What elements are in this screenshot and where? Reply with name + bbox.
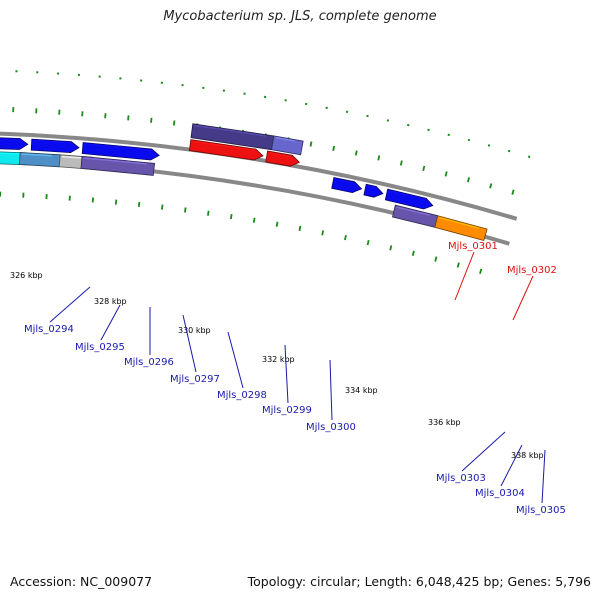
gene-arrow-mjls-0298-shine (0, 138, 21, 141)
gc-skew-dash (377, 155, 381, 161)
gc-skew-dot (507, 149, 511, 153)
gc-skew-dash-inner (389, 245, 393, 251)
gene-label-mjls-0304: Mjls_0304 (475, 488, 525, 499)
gc-skew-dash-inner (434, 256, 438, 262)
gc-skew-dash (150, 117, 153, 123)
gc-skew-dot (467, 138, 471, 142)
gene-label-mjls-0303: Mjls_0303 (436, 473, 486, 484)
gc-skew-dash (444, 171, 448, 177)
gene-orange-d (434, 215, 488, 241)
gene-label-mjls-0300-leader (329, 359, 333, 421)
gene-label-mjls-0299: Mjls_0299 (262, 405, 312, 416)
gene-label-mjls-0298: Mjls_0298 (217, 390, 267, 401)
gc-skew-dash-inner (184, 207, 187, 213)
gene-label-mjls-0297: Mjls_0297 (170, 374, 220, 385)
map-title: Mycobacterium sp. JLS, complete genome (163, 9, 437, 24)
gc-skew-dash-inner (344, 234, 347, 241)
gene-steel-b-shine (21, 153, 53, 157)
gc-skew-dash-inner (207, 210, 210, 216)
gc-skew-dash (511, 189, 515, 195)
gene-arrow-mjls-0304 (363, 183, 384, 198)
gc-skew-dash-inner (298, 225, 302, 232)
gene-labels: Mjls_0294Mjls_0295Mjls_0296Mjls_0297Mjls… (24, 241, 566, 516)
gene-label-mjls-0301: Mjls_0301 (448, 241, 498, 252)
gene-arrow-red-b-shine (269, 152, 293, 158)
gene-label-mjls-0294: Mjls_0294 (24, 324, 74, 335)
gene-slate-d (392, 204, 439, 228)
gc-skew-dash-inner (321, 230, 325, 236)
gene-arrow-mjls-0305-shine (389, 190, 427, 201)
gene-label-mjls-0305-leader (541, 449, 546, 504)
gc-skew-dash-inner (252, 217, 256, 223)
gc-skew-dash (399, 160, 403, 166)
gc-skew-dash-inner (411, 250, 415, 256)
gene-label-mjls-0295: Mjls_0295 (75, 342, 125, 353)
gene-label-mjls-0305: Mjls_0305 (516, 505, 566, 516)
gene-label-mjls-0302: Mjls_0302 (507, 265, 557, 276)
gc-skew-dash-inner (275, 221, 279, 227)
gene-features-track (0, 123, 488, 241)
gc-skew-dash (332, 145, 336, 152)
gene-block-mjls-0301-shine (194, 124, 266, 137)
gc-skew-dash (172, 120, 176, 126)
backbone-outer (0, 131, 518, 221)
gc-skew-dash (354, 150, 358, 156)
gc-skew-dash (489, 183, 493, 189)
tick-label-336-kbp: 336 kbp (428, 418, 461, 427)
gene-arrow-mjls-0299-shine (33, 139, 72, 144)
gene-label-mjls-0299-leader (284, 344, 289, 404)
gc-skew-dash (466, 177, 471, 183)
tick-label-338-kbp: 338 kbp (511, 451, 544, 460)
gene-arrow-mjls-0300 (81, 142, 160, 161)
gene-arrow-red-a (188, 139, 264, 161)
gene-block-mjls-0302 (271, 135, 304, 156)
gene-orange-d-shine (438, 216, 480, 229)
tick-label-326-kbp: 326 kbp (10, 271, 43, 280)
gene-label-mjls-0303-leader (461, 431, 506, 472)
accession-text: Accession: NC_009077 (10, 574, 153, 589)
gene-label-mjls-0295-leader (100, 304, 121, 341)
scale-ticks: 326 kbp 328 kbp 330 kbp 332 kbp 334 kbp 336 k… (10, 271, 544, 460)
gene-label-mjls-0296: Mjls_0296 (124, 357, 174, 368)
gene-label-mjls-0301-leader (454, 251, 475, 301)
tick-label-330-kbp: 330 kbp (178, 326, 211, 335)
gc-skew-dash-inner (366, 239, 370, 246)
gene-arrow-mjls-0304-shine (367, 185, 377, 189)
gene-slate-c (80, 155, 156, 176)
gc-skew-dash-inner (229, 213, 233, 220)
gene-arrow-mjls-0298 (0, 137, 29, 150)
gene-label-mjls-0297-leader (182, 314, 197, 373)
gene-arrow-mjls-0303 (331, 177, 363, 194)
gene-slate-c-shine (83, 157, 147, 165)
gene-label-mjls-0304-leader (500, 444, 523, 487)
tick-label-332-kbp: 332 kbp (262, 355, 295, 364)
gene-label-mjls-0300: Mjls_0300 (306, 422, 356, 433)
gene-slate-d-shine (396, 206, 430, 216)
backbone-inner (0, 157, 510, 246)
gc-skew-dash-inner (137, 201, 141, 208)
gc-skew-dot (487, 144, 491, 147)
gc-skew-dash-inner (456, 262, 460, 268)
gene-label-mjls-0302-leader (512, 275, 534, 321)
gc-skew-dash-inner (161, 204, 164, 210)
gene-arrow-red-b (265, 150, 300, 167)
gc-skew-dot (527, 155, 531, 159)
gene-arrow-mjls-0303-shine (335, 178, 355, 185)
gene-label-mjls-0298-leader (227, 331, 244, 389)
genome-stats-text: Topology: circular; Length: 6,048,425 bp… (247, 574, 591, 589)
gene-arrow-mjls-0300-shine (84, 143, 152, 152)
gene-cyan-b-shine (0, 152, 20, 155)
tick-label-328-kbp: 328 kbp (94, 297, 127, 306)
tick-label-334-kbp: 334 kbp (345, 386, 378, 395)
gene-block-mjls-0302-shine (275, 136, 296, 142)
gc-skew-dash (422, 165, 426, 171)
gene-arrow-red-a-shine (192, 140, 256, 152)
gc-skew-dash-inner (479, 268, 483, 274)
gene-arrow-mjls-0305 (384, 188, 434, 210)
gc-skew-dash (309, 141, 313, 147)
gene-label-mjls-0294-leader (49, 286, 91, 323)
